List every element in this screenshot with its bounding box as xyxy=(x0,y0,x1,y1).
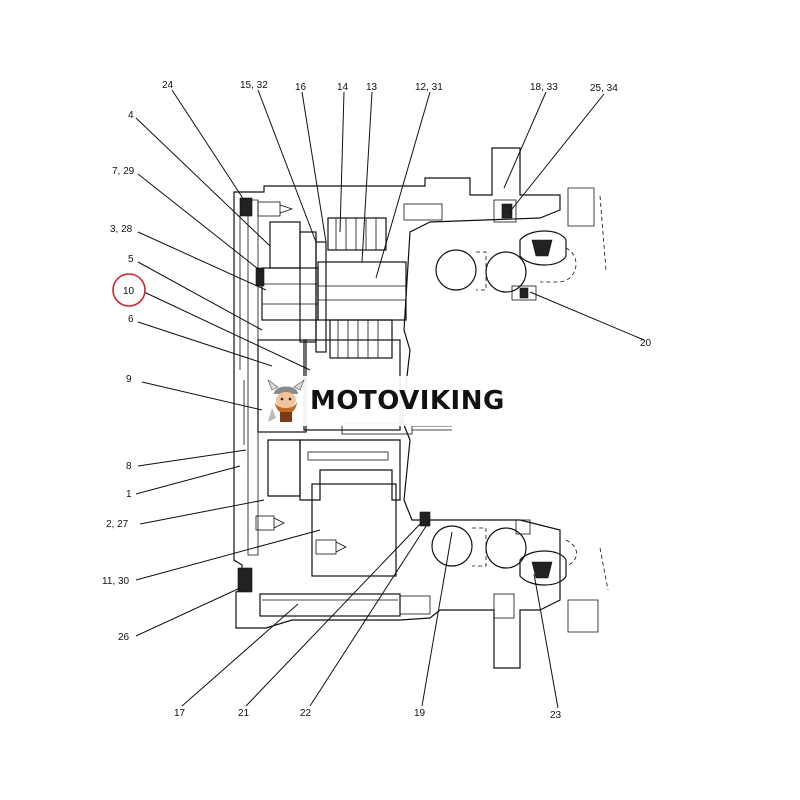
housing-outline xyxy=(233,147,609,669)
callout-12-31: 12, 31 xyxy=(415,82,443,93)
leader-16 xyxy=(301,91,327,243)
callout-18-33: 18, 33 xyxy=(530,82,558,93)
callout-19: 19 xyxy=(414,708,426,719)
callout-3-28: 3, 28 xyxy=(110,224,133,235)
callout-26: 26 xyxy=(118,632,130,643)
leader-1 xyxy=(135,465,241,495)
callout-25-34: 25, 34 xyxy=(590,83,618,94)
callout-5: 5 xyxy=(128,254,134,265)
callout-11-30: 11, 30 xyxy=(102,576,129,587)
leader-26 xyxy=(135,587,241,637)
leader-25-34 xyxy=(507,93,605,215)
highlight-ring xyxy=(112,273,146,307)
leader-11-30 xyxy=(135,529,321,581)
leader-4 xyxy=(135,117,271,247)
callout-14: 14 xyxy=(337,82,349,93)
leader-7-29 xyxy=(137,173,263,273)
callout-7-29: 7, 29 xyxy=(112,166,135,177)
leader-2-27 xyxy=(139,499,265,525)
brand-watermark: MOTOVIKING xyxy=(262,376,536,426)
leader-23 xyxy=(533,573,559,709)
leader-19 xyxy=(421,531,453,707)
leader-22 xyxy=(309,519,431,707)
viking-mascot-icon xyxy=(267,379,305,422)
callout-21: 21 xyxy=(238,708,250,719)
callout-17: 17 xyxy=(174,708,186,719)
callout-1: 1 xyxy=(126,489,132,500)
callout-23: 23 xyxy=(550,710,562,721)
brand-watermark-text: MOTOVIKING xyxy=(310,386,505,416)
leader-6 xyxy=(137,321,273,367)
leader-8 xyxy=(137,449,247,467)
leader-3-28 xyxy=(137,231,267,291)
leader-14 xyxy=(339,91,345,233)
callout-labels: 24 15, 32 16 14 13 12, 31 18, 33 25, 34 … xyxy=(102,80,652,721)
leader-13 xyxy=(361,91,373,263)
callout-9: 9 xyxy=(126,374,132,385)
leader-lines xyxy=(135,89,645,709)
leader-5 xyxy=(137,261,263,331)
callout-2-27: 2, 27 xyxy=(106,519,129,530)
leader-12-31 xyxy=(375,91,431,279)
callout-8: 8 xyxy=(126,461,132,472)
callout-24: 24 xyxy=(162,80,174,91)
callout-6: 6 xyxy=(128,314,134,325)
leader-10 xyxy=(143,291,311,371)
leader-18-33 xyxy=(503,91,547,189)
callout-20: 20 xyxy=(640,338,652,349)
leader-15-32 xyxy=(257,89,317,243)
callout-13: 13 xyxy=(366,82,378,93)
callout-4: 4 xyxy=(128,110,134,121)
leader-9 xyxy=(141,381,263,411)
callout-16: 16 xyxy=(295,82,307,93)
leader-24 xyxy=(171,89,245,201)
leader-21 xyxy=(245,521,423,707)
leader-20 xyxy=(529,291,645,341)
callout-22: 22 xyxy=(300,708,312,719)
leader-17 xyxy=(181,603,299,707)
callout-15-32: 15, 32 xyxy=(240,80,268,91)
callout-10: 10 xyxy=(123,286,135,297)
